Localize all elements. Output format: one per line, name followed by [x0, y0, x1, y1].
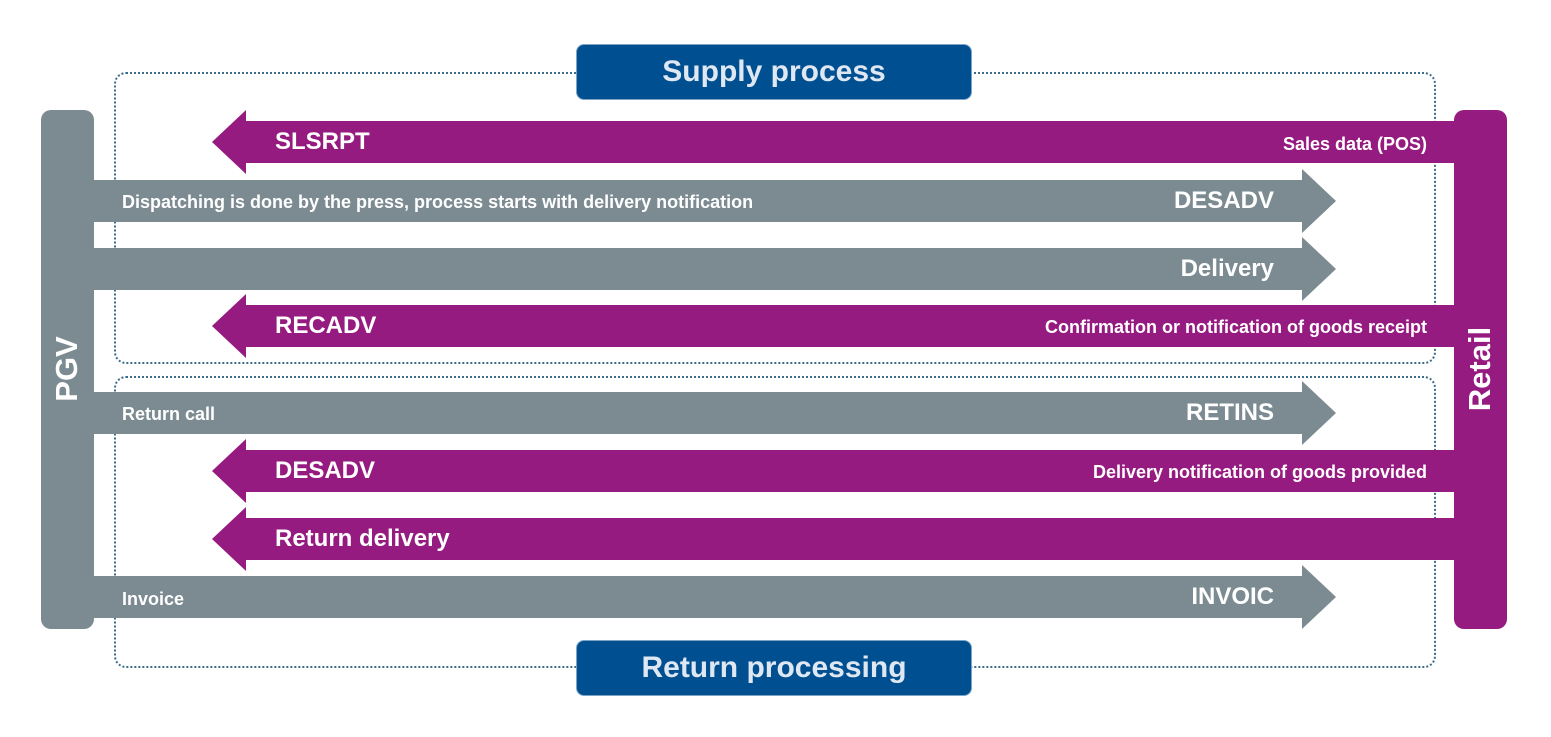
flow-description: Invoice	[122, 589, 185, 609]
retail-label: Retail	[1462, 326, 1497, 412]
supply-process-header: Supply process	[576, 44, 972, 100]
flow-code: SLSRPT	[275, 128, 370, 155]
flow-code: INVOIC	[1191, 583, 1274, 610]
flow-code: Delivery	[1180, 255, 1274, 282]
flow-code: DESADV	[1173, 187, 1274, 214]
flow-arrow-recadv	[212, 294, 1456, 358]
flow-arrow-retins	[92, 381, 1336, 445]
pgv-label: PGV	[49, 336, 84, 402]
retail-bar	[1454, 110, 1507, 629]
flow-arrow-invoic	[92, 565, 1336, 629]
flow-description: Dispatching is done by the press, proces…	[122, 192, 754, 212]
flow-code: DESADV	[275, 457, 376, 484]
pgv-bar	[41, 110, 94, 629]
flow-code: RECADV	[275, 312, 377, 339]
flow-arrow-return-delivery	[212, 507, 1456, 571]
flow-code: Return delivery	[275, 525, 450, 552]
flow-arrow-desadv-in	[212, 439, 1456, 503]
return-processing-header: Return processing	[576, 640, 972, 696]
flow-description: Delivery notification of goods provided	[1092, 462, 1427, 482]
flow-description: Sales data (POS)	[1282, 134, 1427, 154]
flow-description: Return call	[122, 404, 216, 424]
flow-arrow-desadv-out	[92, 169, 1336, 233]
flow-code: RETINS	[1185, 399, 1274, 426]
flow-arrow-delivery	[92, 237, 1336, 301]
flow-arrow-slsrpt	[212, 110, 1456, 174]
flow-description: Confirmation or notification of goods re…	[1045, 317, 1427, 337]
